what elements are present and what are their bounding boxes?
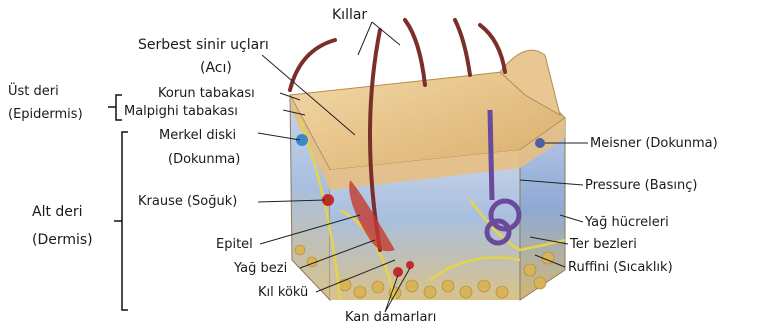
meisner-receptor <box>535 138 545 148</box>
label-hairs: Kıllar <box>332 7 367 24</box>
label-free-nerve-endings: Serbest sinir uçları <box>138 37 269 54</box>
label-lower-skin: Alt deri <box>32 204 83 221</box>
label-stratum-corneum: Korun tabakası <box>158 85 255 102</box>
label-epithelium: Epitel <box>216 236 253 253</box>
label-epidermis: (Epidermis) <box>8 106 83 123</box>
epidermis-bracket <box>108 95 122 120</box>
label-sweat-glands: Ter bezleri <box>570 236 637 253</box>
label-fat-cells: Yağ hücreleri <box>585 214 669 231</box>
label-merkel-touch: (Dokunma) <box>168 151 240 168</box>
label-pressure: Pressure (Basınç) <box>585 177 697 194</box>
label-hair-root: Kıl kökü <box>258 284 308 301</box>
label-malpighi: Malpighi tabakası <box>124 103 238 120</box>
label-merkel: Merkel diski <box>159 127 236 144</box>
label-upper-skin: Üst deri <box>8 83 59 100</box>
label-meissner: Meisner (Dokunma) <box>590 135 718 152</box>
label-krause: Krause (Soğuk) <box>138 193 237 210</box>
label-pain: (Acı) <box>200 60 232 77</box>
label-dermis: (Dermis) <box>32 232 93 249</box>
label-blood-vessels: Kan damarları <box>345 309 436 326</box>
dermis-bracket <box>114 132 128 310</box>
label-ruffini: Ruffini (Sıcaklık) <box>568 259 673 276</box>
label-sebaceous-gland: Yağ bezi <box>234 260 287 277</box>
blood-vessel-b <box>406 261 414 269</box>
